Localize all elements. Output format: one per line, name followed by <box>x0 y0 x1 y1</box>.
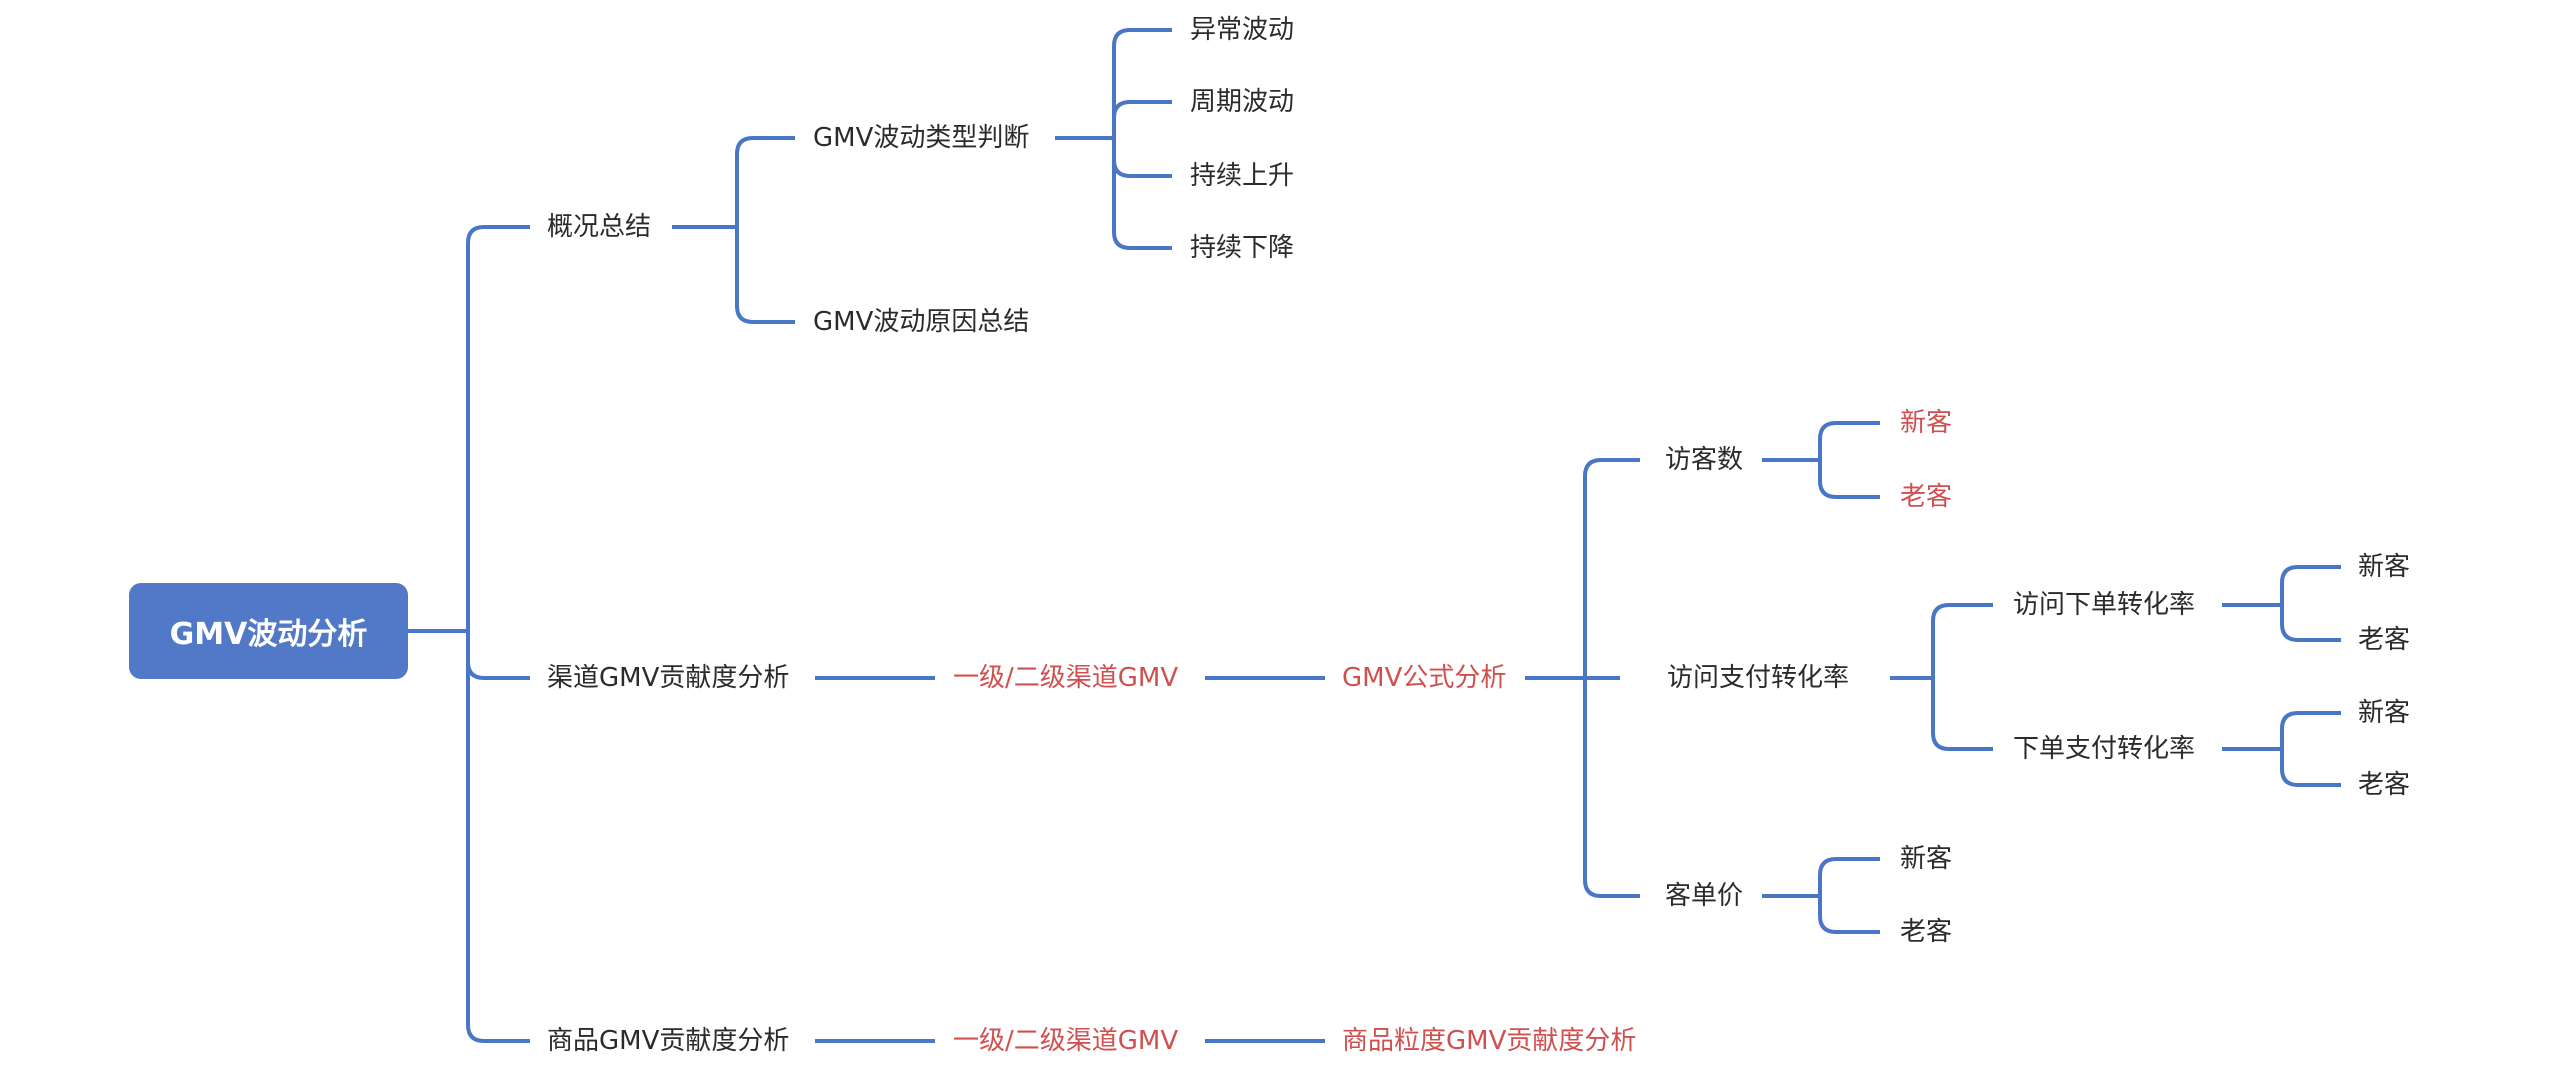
node-channel[interactable]: 渠道GMV贡献度分析 <box>547 663 790 693</box>
connector-main-bottom <box>466 631 530 1043</box>
node-type-falling[interactable]: 持续下降 <box>1190 233 1295 263</box>
node-type-rising[interactable]: 持续上升 <box>1190 161 1295 191</box>
connector-type-mid1 <box>1112 100 1172 119</box>
connector-formula-fork <box>1583 458 1640 898</box>
connector-unitprice-fork <box>1818 857 1880 934</box>
node-channel-level[interactable]: 一级/二级渠道GMV <box>953 663 1179 693</box>
node-type-judgement[interactable]: GMV波动类型判断 <box>813 123 1030 153</box>
node-product-level[interactable]: 一级/二级渠道GMV <box>953 1026 1179 1056</box>
node-order-pay-new[interactable]: 新客 <box>2358 698 2411 728</box>
node-channel-formula[interactable]: GMV公式分析 <box>1342 663 1507 693</box>
root-label: GMV波动分析 <box>169 617 368 652</box>
node-unit-price-new[interactable]: 新客 <box>1900 844 1953 874</box>
node-order-pay[interactable]: 下单支付转化率 <box>2013 734 2196 764</box>
node-visitors-returning[interactable]: 老客 <box>1900 482 1953 512</box>
node-visit-order-returning[interactable]: 老客 <box>2358 625 2411 655</box>
node-unit-price-returning[interactable]: 老客 <box>1900 917 1953 947</box>
node-overview[interactable]: 概况总结 <box>547 212 652 242</box>
node-visitors[interactable]: 访客数 <box>1665 445 1744 475</box>
connector-type-mid2 <box>1112 159 1172 178</box>
node-product[interactable]: 商品GMV贡献度分析 <box>547 1026 790 1056</box>
connector-main-channel <box>466 661 530 680</box>
connector-visitorder-fork <box>2280 565 2341 642</box>
node-unit-price[interactable]: 客单价 <box>1665 881 1744 911</box>
node-type-periodic[interactable]: 周期波动 <box>1190 87 1295 117</box>
node-visit-order-new[interactable]: 新客 <box>2358 552 2411 582</box>
node-type-abnormal[interactable]: 异常波动 <box>1190 15 1295 45</box>
node-order-pay-returning[interactable]: 老客 <box>2358 770 2411 800</box>
connector-main-top <box>466 225 530 631</box>
node-pay-conversion[interactable]: 访问支付转化率 <box>1667 663 1850 693</box>
node-product-granularity[interactable]: 商品粒度GMV贡献度分析 <box>1342 1026 1637 1056</box>
connector-orderpay-fork <box>2280 711 2341 787</box>
node-visit-order[interactable]: 访问下单转化率 <box>2013 590 2196 620</box>
connector-visitors-fork <box>1818 421 1880 499</box>
node-cause-summary[interactable]: GMV波动原因总结 <box>813 307 1030 337</box>
node-visitors-new[interactable]: 新客 <box>1900 408 1953 438</box>
connector-overview-fork <box>735 136 795 324</box>
root-node[interactable]: GMV波动分析 <box>129 583 408 679</box>
connector-type-fork <box>1112 28 1172 250</box>
connector-payconv-fork <box>1931 603 1993 751</box>
